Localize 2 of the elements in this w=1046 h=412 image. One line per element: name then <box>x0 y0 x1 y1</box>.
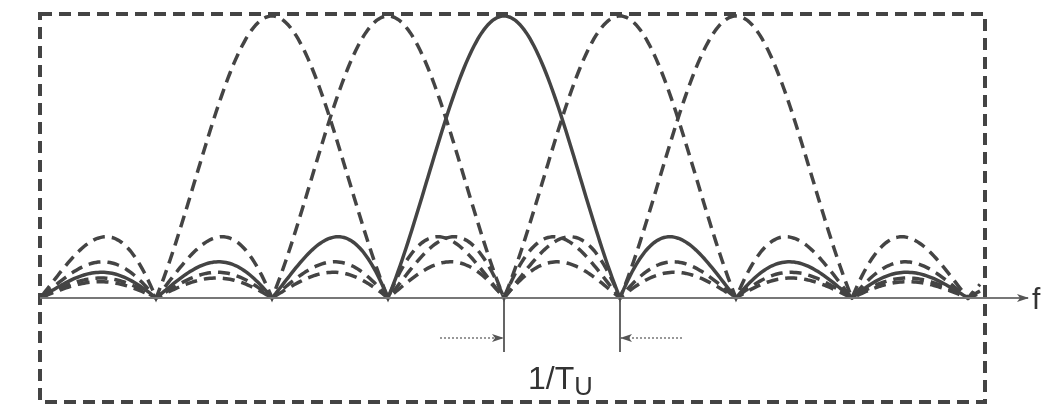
axis-label: f <box>1032 284 1041 314</box>
dimension-label: 1/T$_{U}$ <box>528 362 593 400</box>
